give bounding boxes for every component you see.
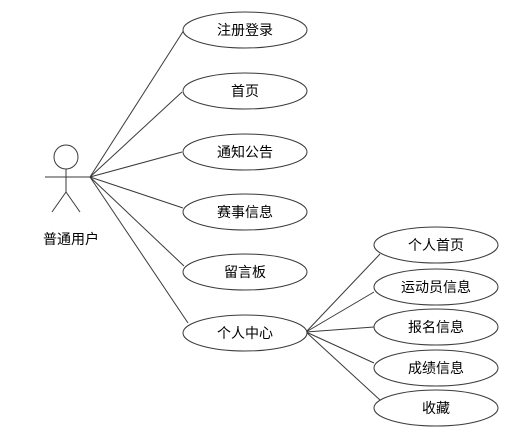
use-case-ellipse: [182, 314, 308, 352]
association-favorites: [305, 331, 381, 401]
association-message-board: [89, 176, 185, 267]
use-case-label: 赛事信息: [217, 204, 273, 221]
use-case-personal-home: 个人首页: [373, 226, 499, 264]
actor-figure: [45, 144, 90, 213]
use-case-label: 收藏: [422, 401, 450, 417]
use-case-signup-info: 报名信息: [373, 308, 499, 346]
use-case-ellipse: [182, 193, 308, 231]
use-case-label: 成绩信息: [408, 360, 464, 377]
association-register-login: [89, 29, 185, 178]
use-case-ellipse: [182, 253, 308, 291]
use-case-message-board: 留言板: [182, 253, 308, 291]
association-athlete-info: [305, 291, 375, 333]
use-case-register-login: 注册登录: [182, 11, 308, 49]
association-home: [89, 91, 183, 178]
association-personal-home: [305, 253, 381, 333]
actor-associations: [89, 29, 189, 324]
use-case-ellipse: [373, 268, 499, 306]
use-case-event-info: 赛事信息: [182, 193, 308, 231]
use-case-notice: 通知公告: [182, 133, 308, 171]
association-notice: [89, 151, 183, 178]
actor-label: 普通用户: [43, 231, 99, 248]
use-case-athlete-info: 运动员信息: [373, 268, 499, 306]
use-case-ellipse: [373, 349, 499, 387]
use-case-label: 报名信息: [408, 319, 464, 336]
use-case-ellipse: [182, 11, 308, 49]
use-case-label: 运动员信息: [401, 279, 471, 296]
use-case-label: 注册登录: [217, 23, 273, 39]
use-case-ellipse: [373, 308, 499, 346]
use-case-favorites: 收藏: [373, 389, 499, 427]
association-event-info: [89, 176, 184, 209]
use-case-label: 通知公告: [217, 144, 273, 161]
use-case-label: 个人首页: [408, 238, 464, 254]
use-case-label: 个人中心: [217, 326, 273, 342]
use-case-score-info: 成绩信息: [373, 349, 499, 387]
use-case-personal-center: 个人中心: [182, 314, 308, 352]
use-case-ellipse: [182, 72, 308, 110]
use-case-ellipse: [182, 133, 308, 171]
association-personal-center: [89, 176, 189, 324]
association-signup-info: [305, 326, 375, 333]
use-case-ellipse: [373, 226, 499, 264]
actor-left-leg: [51, 191, 67, 213]
use-case-home: 首页: [182, 72, 308, 110]
use-case-label: 首页: [231, 84, 259, 100]
association-score-info: [305, 331, 375, 364]
actor-head: [53, 144, 79, 170]
personal-center-associations: [305, 253, 381, 401]
actor-right-leg: [65, 191, 81, 213]
use-case-ellipse: [373, 389, 499, 427]
use-case-label: 留言板: [224, 265, 266, 281]
